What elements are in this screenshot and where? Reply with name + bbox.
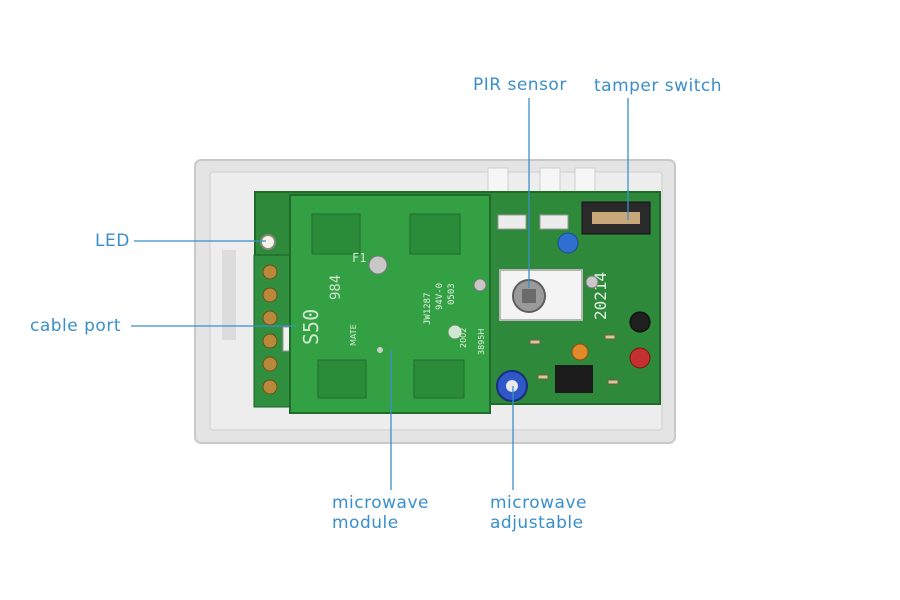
capacitor-red <box>629 347 651 369</box>
label-microwave-module: microwave module <box>332 493 429 533</box>
mark-fi: F1 <box>352 251 366 265</box>
mark-model: S50 <box>299 309 323 345</box>
label-microwave-module-line1: microwave <box>332 493 429 513</box>
mark-date: 0503 <box>447 283 457 305</box>
label-cable-port: cable port <box>30 316 121 336</box>
label-pir-sensor: PIR sensor <box>473 75 567 95</box>
capacitor-blue <box>557 232 579 254</box>
mark-year: 2002 <box>459 328 468 348</box>
label-microwave-module-line2: module <box>332 513 399 533</box>
label-microwave-adjustable-line1: microwave <box>490 493 587 513</box>
mark-mat: MATE <box>349 324 358 346</box>
leader-lines <box>131 98 629 490</box>
mark-grade: 94V-0 <box>435 283 445 310</box>
label-microwave-adjustable: microwave adjustable <box>490 493 587 533</box>
mark-code: 984 <box>328 275 344 300</box>
mark-serial: 3895H <box>477 329 486 355</box>
terminal-screws <box>262 264 278 395</box>
microwave-patches <box>311 213 465 399</box>
mark-jw: JW1287 <box>423 292 433 325</box>
ic-chip <box>555 365 593 393</box>
label-led: LED <box>95 231 130 251</box>
led <box>260 234 276 250</box>
label-microwave-adjustable-line2: adjustable <box>490 513 584 533</box>
capacitor-black <box>629 311 651 333</box>
label-tamper-switch: tamper switch <box>594 76 723 96</box>
